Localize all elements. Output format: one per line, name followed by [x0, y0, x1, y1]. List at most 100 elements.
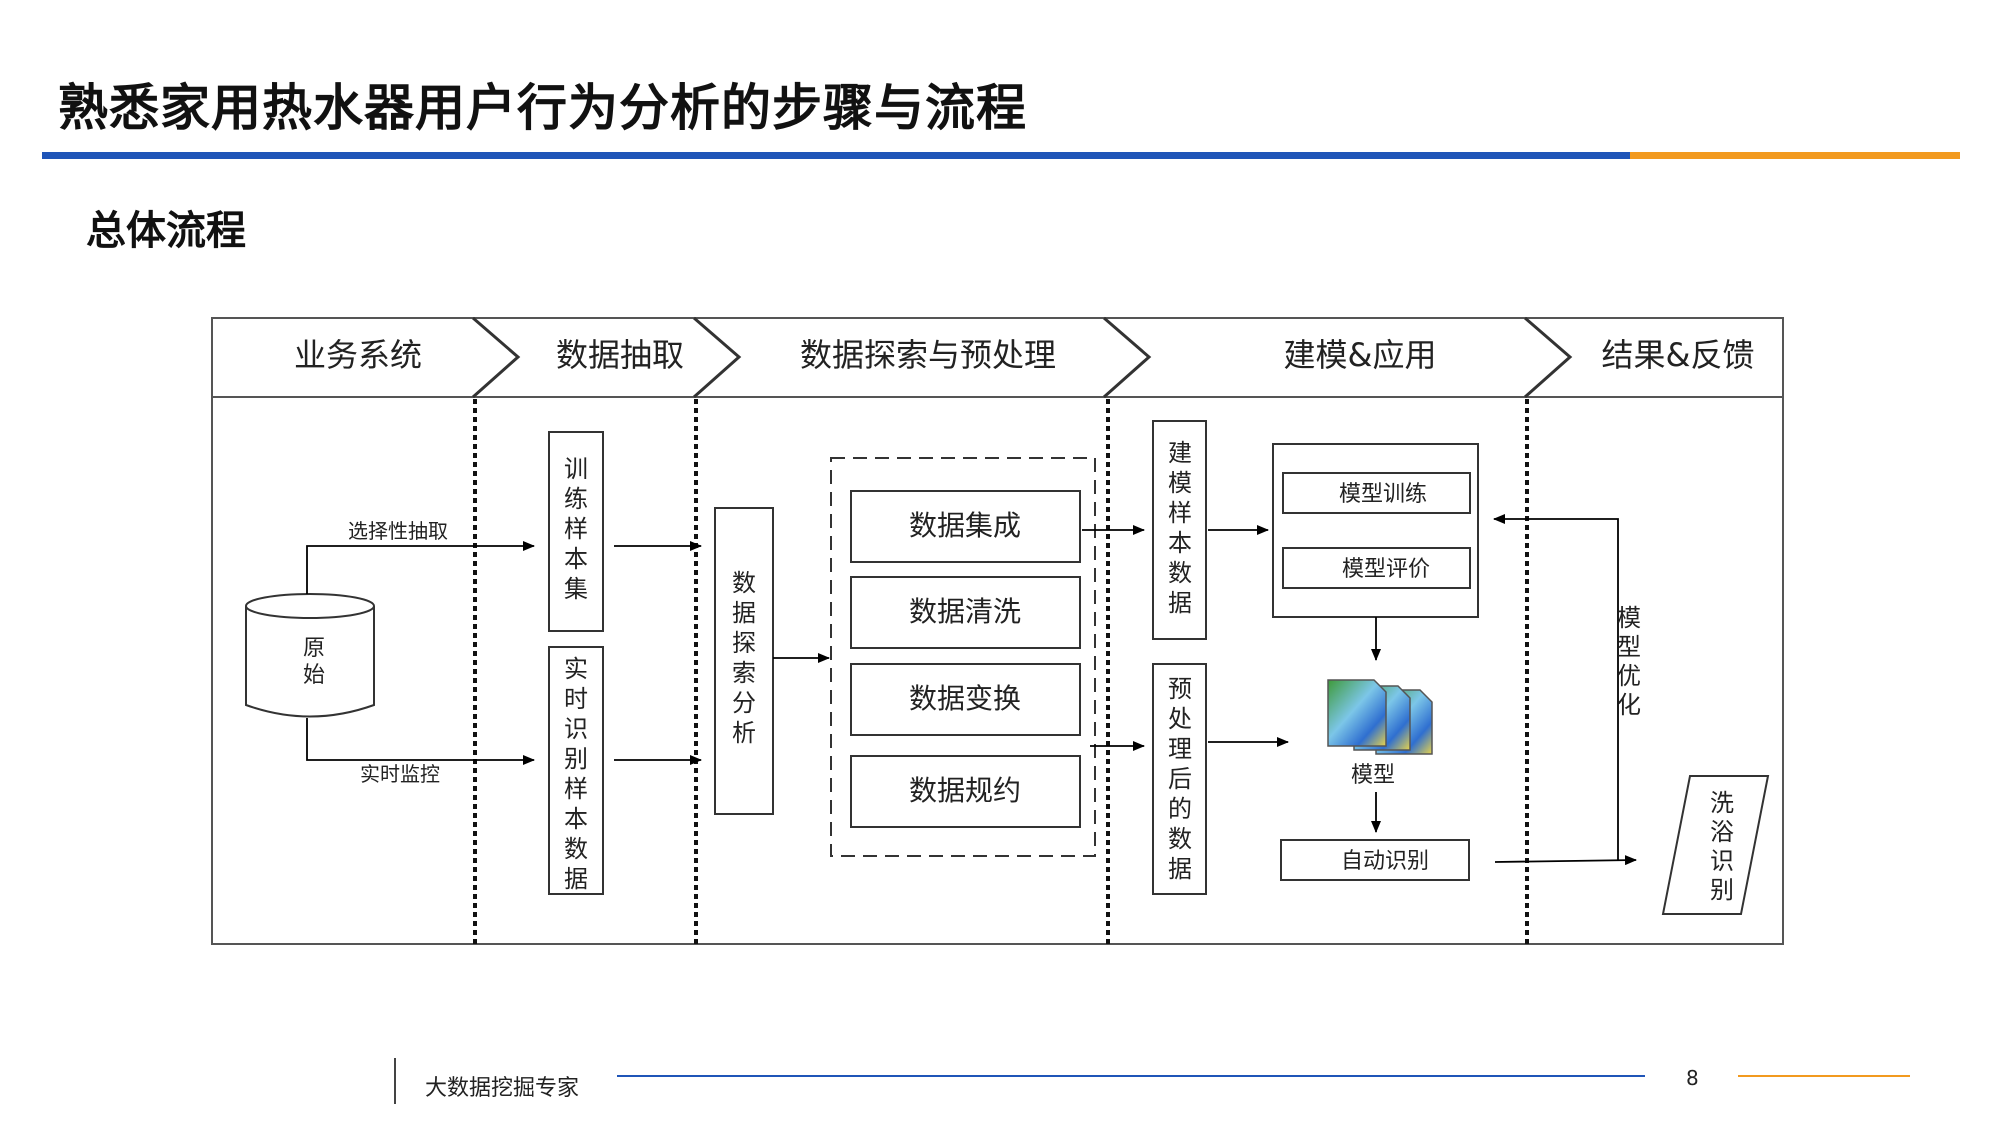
model-container [1272, 443, 1479, 618]
select-extract-label: 选择性抽取 [348, 519, 448, 543]
stage-data-extraction: 数据抽取 [556, 336, 684, 374]
svg-text:模: 模 [1617, 604, 1641, 632]
svg-text:建: 建 [1168, 439, 1192, 467]
svg-text:优: 优 [1617, 662, 1641, 690]
stage-modeling-application: 建模&应用 [1284, 336, 1437, 374]
step-reduction-box [850, 755, 1081, 828]
model-documents-icon [1327, 679, 1433, 755]
chevron-3 [1103, 316, 1152, 399]
svg-text:别: 别 [564, 745, 588, 773]
step-cleaning-box [850, 576, 1081, 649]
auto-identify-box [1280, 839, 1470, 881]
bath-identify-box [1661, 775, 1770, 915]
svg-text:探: 探 [732, 629, 756, 657]
svg-text:样: 样 [564, 775, 588, 803]
svg-text:集: 集 [564, 575, 588, 603]
auto-identify-label: 自动识别 [1341, 849, 1429, 874]
chevron-1 [472, 316, 521, 399]
svg-text:数: 数 [1168, 559, 1192, 587]
svg-text:据: 据 [1168, 589, 1192, 617]
svg-text:数: 数 [732, 569, 756, 597]
realtime-set-box [548, 646, 604, 895]
footer-line-orange [1738, 1075, 1910, 1077]
footer-label: 大数据挖掘专家 [425, 1076, 580, 1101]
modeling-sample-box [1152, 420, 1207, 640]
svg-text:时: 时 [564, 685, 588, 713]
identify-to-result-arrow [1494, 855, 1637, 866]
svg-text:预: 预 [1168, 675, 1192, 703]
step-integration-box [850, 490, 1081, 563]
bath-identify-label: 洗 浴 识 别 [1710, 789, 1734, 904]
source-label-line-2: 始 [303, 663, 325, 688]
training-set-label: 训 练 样 本 集 [564, 455, 588, 603]
stage-business-system: 业务系统 [294, 336, 422, 374]
section-subtitle: 总体流程 [86, 208, 246, 254]
step-cleaning-label: 数据清洗 [909, 595, 1021, 628]
svg-text:数: 数 [1168, 825, 1192, 853]
svg-text:后: 后 [1168, 765, 1192, 793]
model-label: 模型 [1351, 763, 1395, 788]
preprocessed-data-box [1152, 663, 1207, 895]
svg-text:据: 据 [732, 599, 756, 627]
preprocess-group [830, 457, 1096, 857]
lane-separators [473, 399, 1529, 944]
svg-text:本: 本 [564, 545, 588, 573]
svg-text:实: 实 [564, 655, 588, 683]
title-underline-orange [1630, 152, 1960, 159]
svg-text:练: 练 [564, 485, 588, 513]
footer-line-blue [617, 1075, 1645, 1077]
select-extract-arrow [306, 541, 535, 594]
svg-text:本: 本 [564, 805, 588, 833]
footer-divider [394, 1058, 396, 1104]
page-title: 熟悉家用热水器用户行为分析的步骤与流程 [58, 79, 1027, 137]
exploration-label: 数 据 探 索 分 析 [732, 569, 756, 747]
realtime-monitor-arrow [306, 718, 535, 765]
svg-text:据: 据 [1168, 855, 1192, 883]
svg-text:据: 据 [564, 865, 588, 893]
svg-text:浴: 浴 [1710, 818, 1734, 846]
svg-text:本: 本 [1168, 529, 1192, 557]
model-training-box [1282, 472, 1471, 514]
svg-text:化: 化 [1617, 691, 1641, 719]
svg-text:数: 数 [564, 835, 588, 863]
exploration-box [714, 507, 774, 815]
svg-text:样: 样 [1168, 499, 1192, 527]
model-training-label: 模型训练 [1339, 482, 1427, 507]
model-optimize-loop-arrow [1493, 514, 1619, 860]
svg-text:分: 分 [732, 689, 756, 717]
svg-text:理: 理 [1168, 735, 1192, 763]
svg-text:索: 索 [732, 659, 756, 687]
step-transform-box [850, 663, 1081, 736]
preprocessed-data-label: 预 处 理 后 的 数 据 [1168, 675, 1192, 883]
realtime-set-label: 实 时 识 别 样 本 数 据 [564, 655, 588, 893]
chevron-2 [693, 316, 742, 399]
stage-result-feedback: 结果&反馈 [1602, 336, 1755, 374]
page-number: 8 [1686, 1066, 1699, 1090]
step-transform-label: 数据变换 [909, 682, 1021, 715]
svg-text:别: 别 [1710, 876, 1734, 904]
svg-text:样: 样 [564, 515, 588, 543]
svg-text:的: 的 [1168, 795, 1192, 823]
svg-text:析: 析 [732, 719, 756, 747]
training-set-box [548, 431, 604, 632]
chevron-4 [1524, 316, 1573, 399]
svg-text:模: 模 [1168, 469, 1192, 497]
stage-exploration-preprocessing: 数据探索与预处理 [800, 336, 1056, 374]
step-reduction-label: 数据规约 [909, 774, 1021, 807]
model-evaluation-box [1282, 547, 1471, 589]
source-label-line-1: 原 [303, 636, 325, 661]
svg-text:识: 识 [1710, 847, 1734, 875]
model-optimize-label: 模 型 优 化 [1617, 604, 1641, 719]
model-evaluation-label: 模型评价 [1342, 557, 1430, 582]
modeling-sample-label: 建 模 样 本 数 据 [1168, 439, 1192, 617]
step-integration-label: 数据集成 [909, 509, 1021, 542]
svg-text:训: 训 [564, 455, 588, 483]
svg-text:处: 处 [1168, 705, 1192, 733]
svg-text:识: 识 [564, 715, 588, 743]
realtime-monitor-label: 实时监控 [360, 762, 440, 786]
source-database: 原 始 [245, 593, 375, 718]
title-underline-blue [42, 152, 1630, 159]
svg-text:型: 型 [1617, 633, 1641, 661]
svg-text:洗: 洗 [1710, 789, 1734, 817]
